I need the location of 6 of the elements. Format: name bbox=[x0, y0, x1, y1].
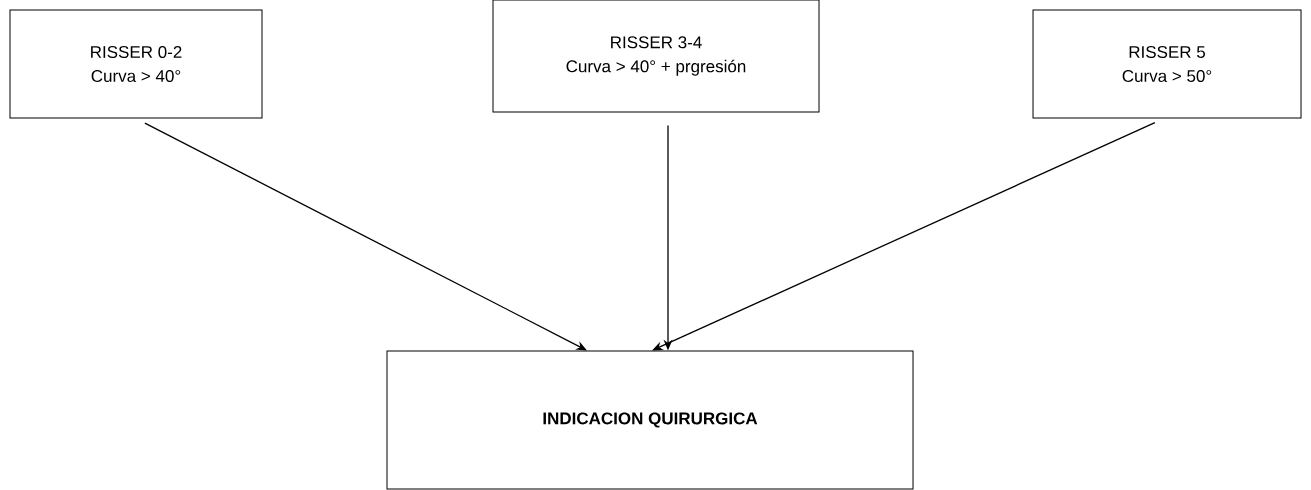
process-box: INDICACION QUIRURGICA bbox=[386, 350, 914, 490]
arrow bbox=[652, 121, 1156, 351]
arrow bbox=[144, 122, 587, 351]
process-box: RISSER 5 Curva > 50° bbox=[1032, 9, 1302, 119]
process-box: RISSER 0-2 Curva > 40° bbox=[9, 9, 263, 119]
process-box: RISSER 3-4 Curva > 40° + prgresión bbox=[492, 0, 820, 113]
